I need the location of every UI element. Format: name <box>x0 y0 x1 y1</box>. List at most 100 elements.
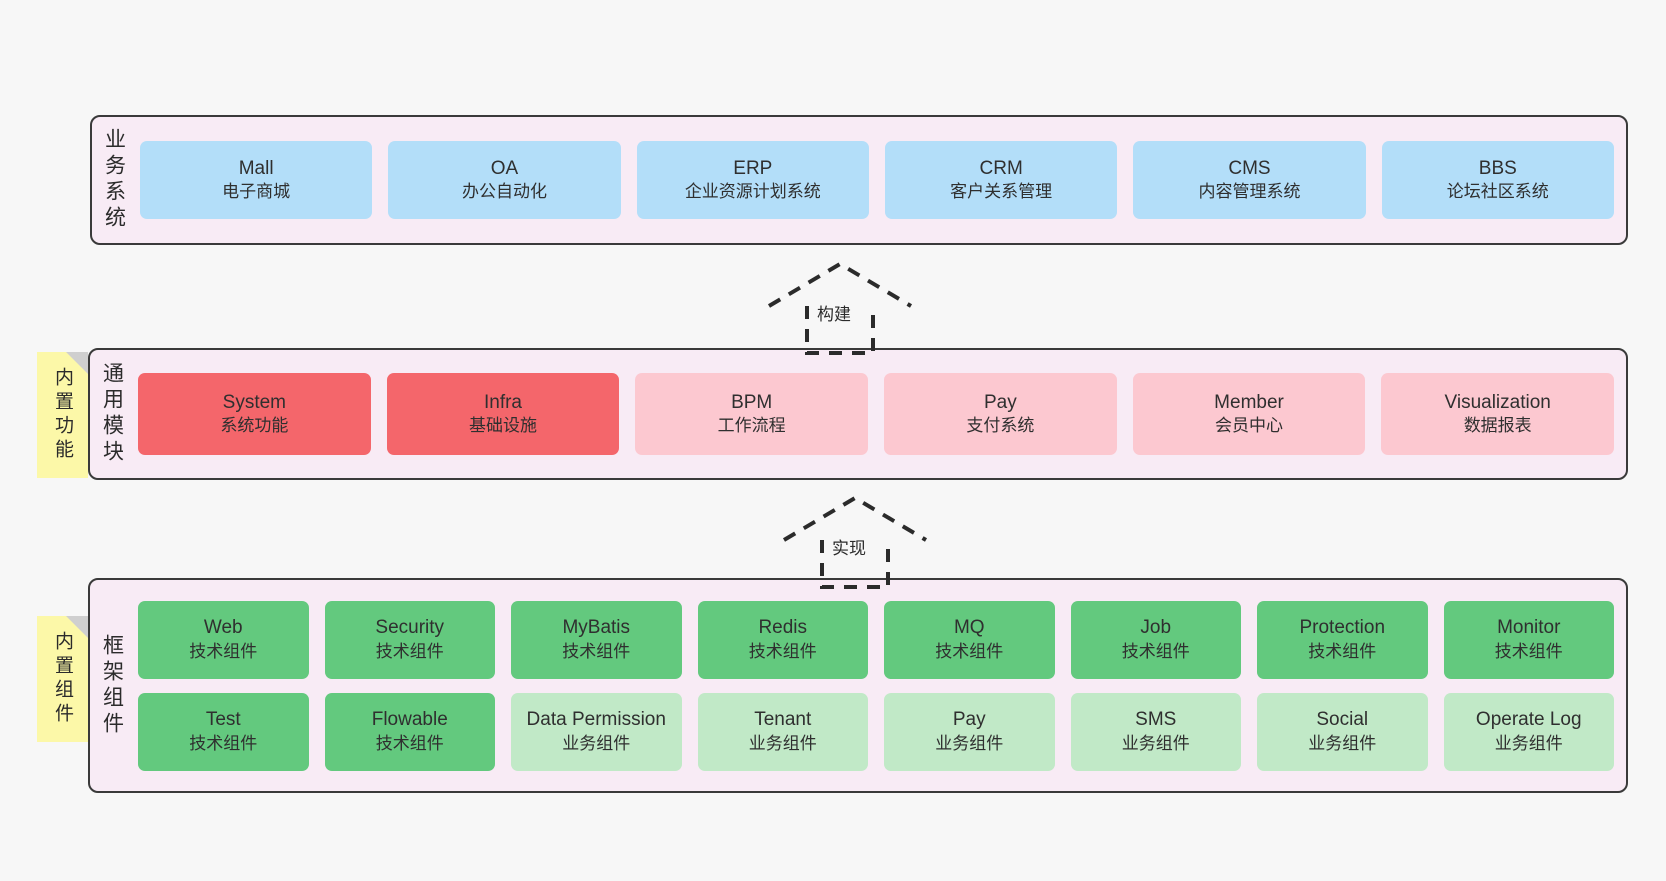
business-card-oa-subtitle: 办公自动化 <box>461 182 547 202</box>
component-card-tenant-title: Tenant <box>754 709 812 731</box>
component-card-protection[interactable]: Protection 技术组件 <box>1257 600 1428 679</box>
component-card-monitor-subtitle: 技术组件 <box>1494 641 1563 661</box>
component-card-mybatis-title: MyBatis <box>562 617 631 639</box>
component-card-security-subtitle: 技术组件 <box>375 641 444 661</box>
component-card-operate-log[interactable]: Operate Log 业务组件 <box>1443 692 1614 771</box>
layer-business-system-label: 业务系统 <box>102 128 126 232</box>
layer-business-system: 业务系统 Mall 电子商城 OA 办公自动化 ERP 企业资源计划系统 CRM <box>90 115 1628 245</box>
component-card-test-subtitle: 技术组件 <box>189 733 258 753</box>
component-card-flowable-title: Flowable <box>371 709 448 731</box>
component-card-flowable-subtitle: 技术组件 <box>375 733 444 753</box>
component-card-sms-subtitle: 业务组件 <box>1121 733 1190 753</box>
module-card-infra[interactable]: Infra 基础设施 <box>386 373 620 455</box>
component-card-monitor[interactable]: Monitor 技术组件 <box>1443 600 1614 679</box>
component-card-tenant-subtitle: 业务组件 <box>748 733 817 753</box>
layer-business-system-body: Mall 电子商城 OA 办公自动化 ERP 企业资源计划系统 CRM 客户关系… <box>136 117 1626 243</box>
component-card-web-title: Web <box>203 617 243 639</box>
connector-implement: 实现 <box>770 492 950 592</box>
module-card-system-title: System <box>222 391 287 413</box>
component-card-mq-title: MQ <box>953 617 985 639</box>
component-card-mq-subtitle: 技术组件 <box>935 641 1004 661</box>
business-card-mall[interactable]: Mall 电子商城 <box>140 141 373 219</box>
component-card-job-title: Job <box>1140 617 1172 639</box>
module-card-system-subtitle: 系统功能 <box>220 416 289 436</box>
component-card-test-title: Test <box>205 709 241 731</box>
module-card-visualization[interactable]: Visualization 数据报表 <box>1381 373 1615 455</box>
business-card-erp[interactable]: ERP 企业资源计划系统 <box>636 141 869 219</box>
connector-build: 构建 <box>755 258 935 358</box>
business-card-crm[interactable]: CRM 客户关系管理 <box>884 141 1118 219</box>
business-card-erp-title: ERP <box>733 157 773 179</box>
component-card-social-title: Social <box>1316 709 1369 731</box>
component-card-mybatis-subtitle: 技术组件 <box>562 641 631 661</box>
module-card-visualization-subtitle: 数据报表 <box>1463 416 1532 436</box>
component-card-flowable[interactable]: Flowable 技术组件 <box>324 692 495 771</box>
component-card-operate-log-title: Operate Log <box>1475 709 1582 731</box>
business-card-oa[interactable]: OA 办公自动化 <box>388 141 621 219</box>
component-card-operate-log-subtitle: 业务组件 <box>1494 733 1563 753</box>
module-card-pay-title: Pay <box>983 391 1017 413</box>
layer-common-modules: 通用模块 System 系统功能 Infra 基础设施 BPM 工作流程 Pay <box>88 348 1628 480</box>
note-builtin-function-label: 内置功能 <box>52 367 73 463</box>
component-card-job[interactable]: Job 技术组件 <box>1070 600 1241 679</box>
module-card-infra-subtitle: 基础设施 <box>469 416 537 436</box>
component-card-job-subtitle: 技术组件 <box>1121 641 1190 661</box>
module-card-member[interactable]: Member 会员中心 <box>1132 373 1366 455</box>
component-card-redis-subtitle: 技术组件 <box>748 641 817 661</box>
component-card-redis[interactable]: Redis 技术组件 <box>697 600 868 679</box>
component-card-tenant[interactable]: Tenant 业务组件 <box>697 692 868 771</box>
component-card-pay[interactable]: Pay 业务组件 <box>884 692 1055 771</box>
common-modules-row: System 系统功能 Infra 基础设施 BPM 工作流程 Pay 支付系统… <box>138 373 1615 455</box>
layer-common-modules-body: System 系统功能 Infra 基础设施 BPM 工作流程 Pay 支付系统… <box>134 350 1626 478</box>
framework-row-business: Test 技术组件 Flowable 技术组件 Data Permission … <box>138 692 1614 771</box>
component-card-data-permission[interactable]: Data Permission 业务组件 <box>511 692 682 771</box>
note-fold-corner-icon <box>66 352 88 374</box>
component-card-security[interactable]: Security 技术组件 <box>324 600 495 679</box>
component-card-security-title: Security <box>375 617 445 639</box>
note-builtin-component-label: 内置组件 <box>52 631 73 727</box>
business-card-crm-title: CRM <box>979 157 1023 179</box>
business-card-bbs-subtitle: 论坛社区系统 <box>1446 182 1549 202</box>
module-card-visualization-title: Visualization <box>1444 391 1551 413</box>
module-card-bpm[interactable]: BPM 工作流程 <box>635 373 869 455</box>
note-builtin-function: 内置功能 <box>37 352 88 478</box>
component-card-sms[interactable]: SMS 业务组件 <box>1070 692 1241 771</box>
business-system-row: Mall 电子商城 OA 办公自动化 ERP 企业资源计划系统 CRM 客户关系… <box>140 141 1614 219</box>
component-card-protection-title: Protection <box>1299 617 1386 639</box>
component-card-social[interactable]: Social 业务组件 <box>1257 692 1428 771</box>
component-card-mq[interactable]: MQ 技术组件 <box>884 600 1055 679</box>
business-card-erp-subtitle: 企业资源计划系统 <box>684 182 821 202</box>
module-card-bpm-subtitle: 工作流程 <box>717 416 786 436</box>
framework-components-rows: Web 技术组件 Security 技术组件 MyBatis 技术组件 Redi… <box>138 585 1614 787</box>
note-fold-corner-icon <box>66 616 88 638</box>
connector-implement-label: 实现 <box>832 539 866 558</box>
business-card-cms-subtitle: 内容管理系统 <box>1198 182 1301 202</box>
layer-framework-components: 框架组件 Web 技术组件 Security 技术组件 MyBatis 技术组件 <box>88 578 1628 793</box>
layer-framework-components-label: 框架组件 <box>100 633 124 738</box>
component-card-pay-subtitle: 业务组件 <box>935 733 1004 753</box>
layer-common-modules-label: 通用模块 <box>100 362 124 466</box>
connector-build-label: 构建 <box>817 305 851 324</box>
module-card-infra-title: Infra <box>483 391 523 413</box>
component-card-test[interactable]: Test 技术组件 <box>138 692 309 771</box>
connector-implement-arrow-icon <box>782 495 928 589</box>
component-card-redis-title: Redis <box>758 617 808 639</box>
component-card-web[interactable]: Web 技术组件 <box>138 600 309 679</box>
note-builtin-component: 内置组件 <box>37 616 88 742</box>
business-card-bbs[interactable]: BBS 论坛社区系统 <box>1381 141 1614 219</box>
component-card-web-subtitle: 技术组件 <box>189 641 258 661</box>
business-card-bbs-title: BBS <box>1478 157 1517 179</box>
component-card-pay-title: Pay <box>952 709 986 731</box>
component-card-social-subtitle: 业务组件 <box>1308 733 1377 753</box>
module-card-pay-subtitle: 支付系统 <box>966 416 1035 436</box>
business-card-cms[interactable]: CMS 内容管理系统 <box>1133 141 1366 219</box>
business-card-oa-title: OA <box>490 157 519 179</box>
module-card-bpm-title: BPM <box>731 391 773 413</box>
business-card-crm-subtitle: 客户关系管理 <box>950 182 1053 202</box>
module-card-pay[interactable]: Pay 支付系统 <box>884 373 1117 455</box>
component-card-protection-subtitle: 技术组件 <box>1308 641 1377 661</box>
layer-framework-components-body: Web 技术组件 Security 技术组件 MyBatis 技术组件 Redi… <box>134 580 1626 791</box>
component-card-mybatis[interactable]: MyBatis 技术组件 <box>511 600 682 679</box>
module-card-system[interactable]: System 系统功能 <box>138 373 371 455</box>
